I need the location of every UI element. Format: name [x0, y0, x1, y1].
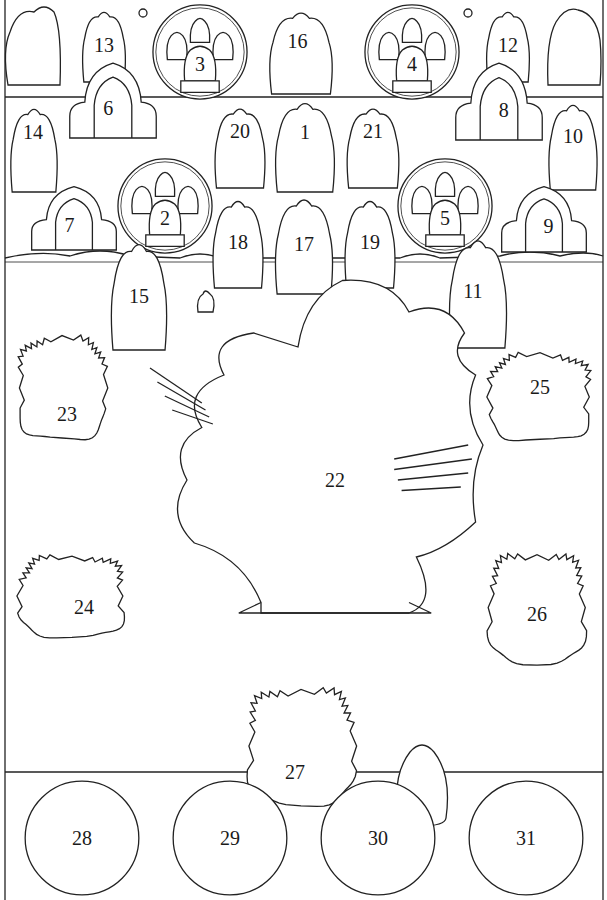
figure-outline: 14 — [8, 104, 60, 192]
callout-number: 9 — [543, 216, 555, 236]
figure-outline-shape — [8, 104, 60, 192]
callout-number: 28 — [71, 828, 93, 848]
figure-outline-shape — [152, 4, 248, 100]
callout-number: 22 — [324, 470, 346, 490]
numbered-circle: 31 — [468, 780, 584, 896]
figure-outline: 23 — [12, 330, 112, 446]
figure-outline: 15 — [108, 238, 170, 350]
callout-number: 16 — [287, 31, 309, 51]
figure-outline: 24 — [12, 550, 132, 642]
figure-outline-shape — [344, 104, 402, 188]
callout-number: 24 — [73, 597, 95, 617]
deity-group-circle: 2 — [117, 158, 213, 254]
figure-outline-shape — [12, 550, 132, 642]
callout-number: 18 — [227, 232, 249, 252]
callout-number: 15 — [128, 286, 150, 306]
figure-outline-shape — [12, 330, 112, 446]
callout-number: 31 — [515, 828, 537, 848]
figure-outline: 20 — [212, 104, 268, 188]
figure-outline: 26 — [482, 545, 592, 670]
callout-number: 26 — [526, 604, 548, 624]
callout-number: 3 — [194, 54, 206, 74]
callout-number: 10 — [562, 126, 584, 146]
callout-number: 20 — [229, 121, 251, 141]
figure-outline-shape — [117, 158, 213, 254]
callout-number: 8 — [498, 100, 510, 120]
numbered-circle: 29 — [172, 780, 288, 896]
figure-outline-shape — [397, 158, 493, 254]
figure-outline: 21 — [344, 104, 402, 188]
figure-outline: 6 — [66, 60, 160, 138]
figure-outline-shape — [150, 270, 520, 620]
numbered-circle: 28 — [24, 780, 140, 896]
callout-number: 12 — [497, 35, 519, 55]
figure-outline: 1 — [272, 98, 338, 192]
figure-outline: 19 — [342, 196, 398, 288]
callout-number: 30 — [367, 828, 389, 848]
figure-outline: 22 — [150, 270, 520, 620]
callout-number: 14 — [22, 122, 44, 142]
figure-outline: 9 — [498, 184, 590, 252]
deity-group-circle: 3 — [152, 4, 248, 100]
figure-outline: 17 — [272, 194, 336, 294]
callout-number: 23 — [56, 404, 78, 424]
callout-number: 17 — [293, 234, 315, 254]
figure-outline: 10 — [546, 100, 600, 190]
figure-outline: 8 — [452, 60, 546, 140]
figure-outline-shape — [364, 4, 460, 100]
callout-number: 7 — [63, 215, 75, 235]
numbered-circle: 30 — [320, 780, 436, 896]
callout-number: 11 — [462, 281, 483, 301]
callout-number: 25 — [529, 377, 551, 397]
callout-number: 4 — [406, 54, 418, 74]
callout-number: 2 — [159, 208, 171, 228]
callout-number: 19 — [359, 232, 381, 252]
callout-number: 13 — [93, 35, 115, 55]
callout-number: 6 — [102, 98, 114, 118]
deity-group-circle: 5 — [397, 158, 493, 254]
figure-outline: 18 — [210, 196, 266, 288]
callout-number: 21 — [362, 121, 384, 141]
callout-number: 1 — [299, 122, 311, 142]
figure-outline-shape — [272, 98, 338, 192]
deity-group-circle: 4 — [364, 4, 460, 100]
figure-outline: 7 — [28, 184, 120, 250]
callout-number: 27 — [284, 762, 306, 782]
figure-outline-shape — [212, 104, 268, 188]
figure-outline-shape — [266, 8, 336, 94]
callout-number: 29 — [219, 828, 241, 848]
callout-number: 5 — [439, 208, 451, 228]
figure-outline: 25 — [482, 348, 598, 446]
figure-outline: 16 — [266, 8, 336, 94]
